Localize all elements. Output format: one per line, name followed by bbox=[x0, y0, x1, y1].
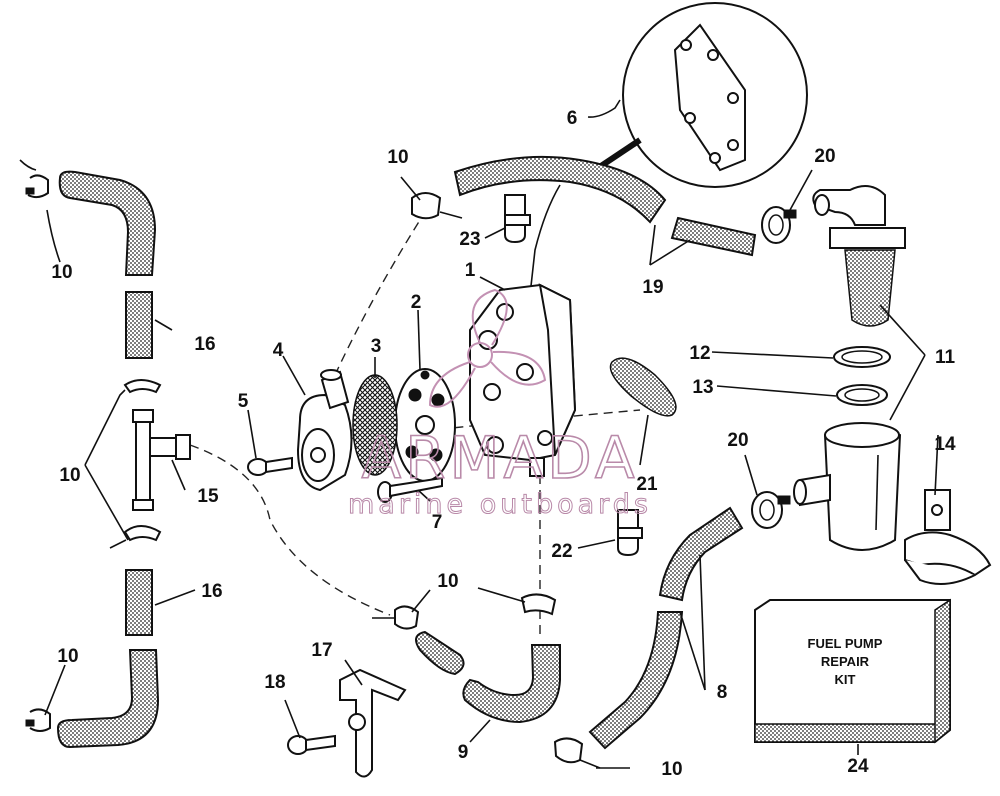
pump-cover bbox=[296, 369, 353, 492]
callout-10-bottom-right: 10 bbox=[661, 759, 682, 780]
callout-17: 17 bbox=[311, 640, 332, 661]
callout-20-lower: 20 bbox=[727, 430, 748, 451]
clamp-10-e bbox=[411, 192, 463, 220]
clamp-10-g bbox=[520, 593, 557, 616]
callout-12: 12 bbox=[689, 343, 710, 364]
callout-2: 2 bbox=[411, 292, 422, 313]
screw-18 bbox=[287, 734, 336, 755]
watermark-brand: ARMADA bbox=[361, 424, 638, 492]
callout-10-top-left: 10 bbox=[51, 262, 72, 283]
callout-13: 13 bbox=[692, 377, 713, 398]
screw-7 bbox=[377, 476, 443, 503]
kit-label-line3: KIT bbox=[835, 672, 856, 687]
hose-8-lower bbox=[588, 611, 684, 750]
fuel-line-to-pump bbox=[529, 184, 561, 296]
clamp-10-h bbox=[553, 737, 601, 769]
hose-8-upper bbox=[658, 506, 744, 602]
clamp-10-a bbox=[19, 159, 49, 199]
callout-14: 14 bbox=[934, 434, 956, 455]
gasket-detail-circle bbox=[596, 2, 808, 188]
callout-20-upper: 20 bbox=[814, 146, 835, 167]
clamp-20-upper bbox=[761, 206, 797, 244]
hose-9-elbow bbox=[462, 644, 561, 724]
hose-9-short bbox=[415, 630, 465, 676]
check-valve-plate bbox=[394, 368, 456, 482]
watermark-tagline: marine outboards bbox=[348, 489, 652, 520]
callout-10-bottom-center: 10 bbox=[437, 571, 458, 592]
fuel-hose-upper bbox=[453, 155, 757, 257]
callout-4: 4 bbox=[273, 340, 284, 361]
leader-lines bbox=[44, 99, 939, 769]
clip-23 bbox=[504, 194, 531, 244]
screw-5 bbox=[247, 456, 293, 476]
callout-16-lower: 16 bbox=[201, 581, 222, 602]
callout-22: 22 bbox=[551, 541, 572, 562]
callout-11: 11 bbox=[935, 347, 956, 368]
callout-23: 23 bbox=[459, 229, 480, 250]
o-ring-12 bbox=[833, 346, 891, 368]
callout-15: 15 bbox=[197, 486, 219, 507]
callout-10-bottom-left: 10 bbox=[57, 646, 78, 667]
hose-elbow-top-left bbox=[58, 170, 157, 276]
hose-straight-16-upper bbox=[125, 291, 153, 359]
clip-22 bbox=[617, 509, 643, 557]
callout-6: 6 bbox=[567, 108, 578, 129]
callout-21: 21 bbox=[636, 474, 658, 495]
hose-straight-16-lower bbox=[125, 569, 153, 636]
watermark-propeller-icon bbox=[428, 288, 547, 408]
callout-10-mid-left: 10 bbox=[59, 465, 80, 486]
callout-1: 1 bbox=[465, 260, 476, 281]
repair-kit-box: FUEL PUMP REPAIR KIT bbox=[754, 598, 951, 744]
clamp-20-lower bbox=[751, 491, 791, 529]
callout-9: 9 bbox=[458, 742, 469, 763]
callout-18: 18 bbox=[264, 672, 285, 693]
hose-elbow-bottom-left bbox=[56, 649, 160, 749]
kit-label-line2: REPAIR bbox=[821, 654, 870, 669]
callout-5: 5 bbox=[238, 391, 249, 412]
callout-8: 8 bbox=[717, 682, 728, 703]
clamp-10-b bbox=[123, 379, 162, 394]
callout-labels: 1 2 3 4 5 6 7 8 9 10 10 10 10 10 10 11 1… bbox=[51, 108, 956, 780]
clamp-10-c bbox=[109, 525, 162, 549]
fuel-filter-cap bbox=[812, 185, 906, 327]
callout-19: 19 bbox=[642, 277, 663, 298]
callout-10-top-center: 10 bbox=[387, 147, 408, 168]
kit-label-line1: FUEL PUMP bbox=[808, 636, 883, 651]
gasket-13 bbox=[836, 384, 888, 406]
callout-16-upper: 16 bbox=[194, 334, 215, 355]
pump-gasket bbox=[609, 357, 677, 417]
callout-7: 7 bbox=[432, 512, 443, 533]
callout-3: 3 bbox=[371, 336, 382, 357]
hose-bracket-17 bbox=[339, 668, 407, 778]
callout-24: 24 bbox=[847, 756, 869, 777]
fuel-pump-body bbox=[469, 283, 577, 477]
watermark: ARMADA marine outboards bbox=[347, 288, 652, 521]
filter-bowl bbox=[793, 422, 902, 551]
filter-bracket-14 bbox=[904, 489, 992, 585]
tee-fitting bbox=[132, 409, 191, 511]
